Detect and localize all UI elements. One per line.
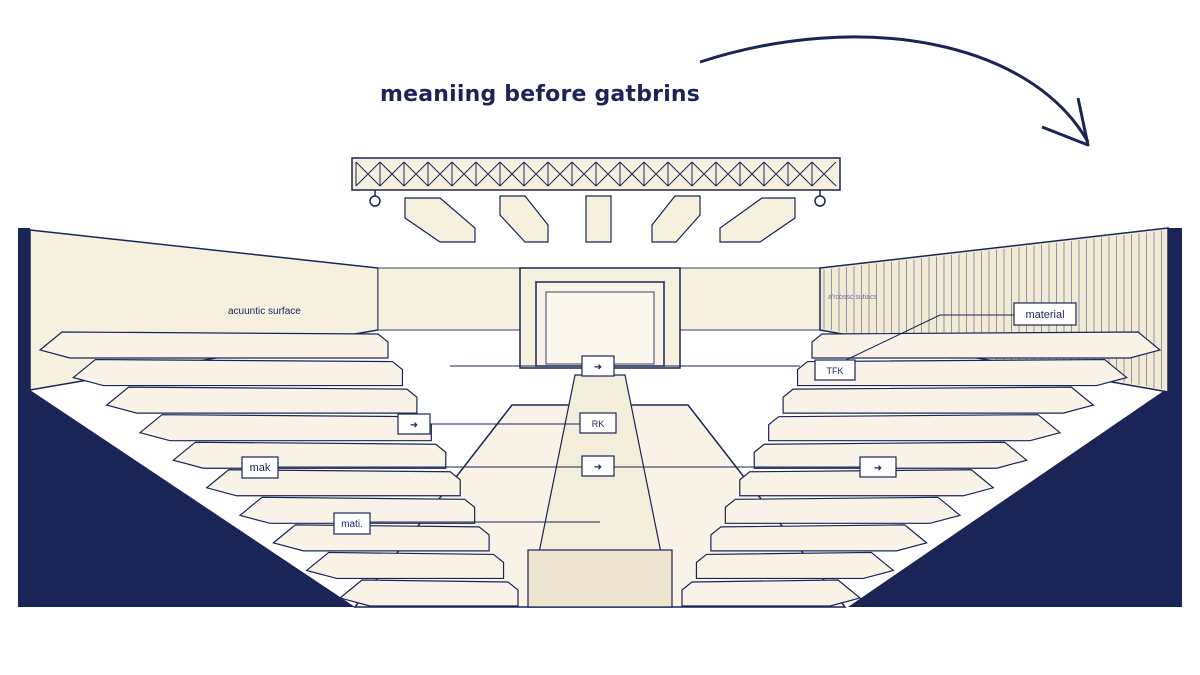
truss-brace [427,161,453,187]
arrow-icon: ➜ [594,462,602,473]
truss-brace [739,161,765,187]
seating-step [782,386,1095,414]
seating-step [272,524,490,552]
truss-brace [763,161,789,187]
truss-brace [691,161,717,187]
seating-step [753,441,1028,469]
truss-brace [667,161,693,187]
left-seating [38,331,519,607]
diagram-title: meaniing before gatbrins [380,82,701,107]
seating-step [681,579,862,607]
seating-step [739,469,995,497]
truss-hanger-right [814,195,826,207]
truss-brace [643,161,669,187]
mak-label: mak [250,462,271,474]
leader-lines [278,314,1015,523]
seating-step [768,414,1062,442]
center-platform [527,549,673,608]
seating-step [138,414,432,442]
right-seating [681,331,1162,607]
truss-brace [475,161,501,187]
truss-hanger-left [369,195,381,207]
truss-brace [619,161,645,187]
arrow-icon: ➜ [410,420,418,431]
truss-brace [523,161,549,187]
truss-brace [403,161,429,187]
seating-step [172,441,447,469]
seating-step [710,524,928,552]
truss-brace [355,161,381,187]
tfk-label: TFK [827,366,844,376]
seating-step [238,496,476,524]
truss-brace [787,161,813,187]
truss-brace [811,161,837,187]
arrow-head-icon [1041,97,1090,147]
mati-label: mati. [341,519,363,530]
material-label: material [1025,309,1064,321]
seating-step [338,579,519,607]
stage-frame-core [545,291,655,365]
acoustic-panel [404,195,796,243]
truss-brace [499,161,525,187]
rk-label: RK [592,419,605,429]
truss-brace [451,161,477,187]
seating-step [811,331,1162,359]
left-side-block [18,228,355,607]
truss-brace [595,161,621,187]
seating-step [796,358,1128,387]
truss-brace [379,161,405,187]
right-wall-faint-label: a'rcossc sutiacs [828,294,878,301]
seating-step [695,551,895,580]
arrow-icon: ➜ [874,463,882,474]
right-side-block [848,228,1182,607]
seating-step [724,496,962,524]
truss-brace [715,161,741,187]
curved-arrow [699,35,1090,143]
arrow-icon: ➜ [594,362,602,373]
truss-brace [547,161,573,187]
arrow-markers [397,355,897,478]
seating-step [38,331,389,359]
acoustic-surface-label: acuuntic surface [228,306,301,317]
seating-step [72,358,404,387]
truss-bracing [355,161,837,187]
truss-brace [571,161,597,187]
seating-step [105,386,418,414]
seating-step [305,551,505,580]
